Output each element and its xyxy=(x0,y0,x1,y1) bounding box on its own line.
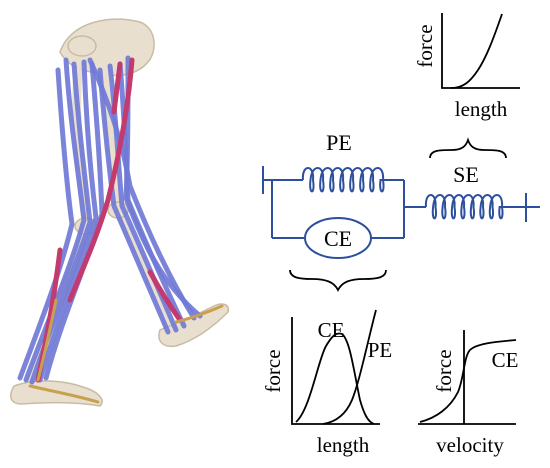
ce-element xyxy=(304,217,372,259)
femur-front xyxy=(99,69,123,211)
fv-plot-xlabel: velocity xyxy=(436,433,504,457)
se-plot-axes xyxy=(441,13,520,89)
pelvis-highlight xyxy=(67,35,97,57)
fl-plot-axes xyxy=(291,317,380,425)
ce-pe-brace xyxy=(289,269,387,293)
pe-spring xyxy=(301,167,385,193)
se-plot-xlabel: length xyxy=(455,97,508,121)
fv-plot-axes xyxy=(418,330,516,425)
tendons xyxy=(28,298,224,404)
fv-plot-ylabel: force xyxy=(432,349,456,392)
se-spring xyxy=(424,194,504,220)
ce-label: CE xyxy=(324,226,352,251)
ce-force-velocity-plot: force velocity CE xyxy=(418,330,518,457)
se-plot-ylabel: force xyxy=(413,24,437,67)
ce-pe-force-length-plot: force length CE PE xyxy=(261,309,393,457)
se-label: SE xyxy=(453,162,479,187)
fl-plot-xlabel: length xyxy=(317,433,370,457)
pe-label: PE xyxy=(326,130,352,155)
fl-pe-curve xyxy=(322,309,377,425)
fv-ce-curve xyxy=(419,339,517,423)
fl-ce-curve xyxy=(295,332,375,425)
fl-pe-label: PE xyxy=(368,338,393,362)
se-force-length-plot: force length xyxy=(413,13,520,121)
foot-rear xyxy=(9,380,103,407)
fl-ce-label: CE xyxy=(318,318,345,342)
se-plot-curve xyxy=(450,13,503,89)
hill-muscle-schematic: PE CE SE xyxy=(262,130,540,259)
fl-plot-ylabel: force xyxy=(261,349,285,392)
fv-ce-label: CE xyxy=(492,348,519,372)
musculoskeletal-leg-model xyxy=(9,18,230,407)
se-brace xyxy=(429,137,507,159)
